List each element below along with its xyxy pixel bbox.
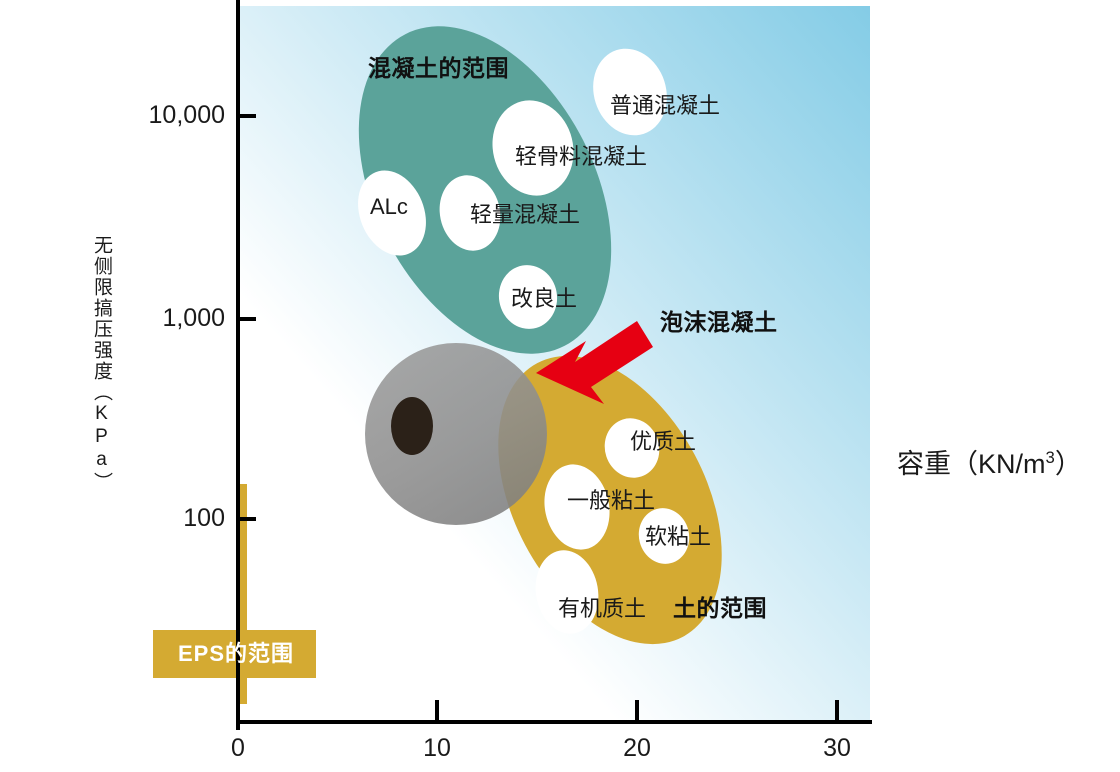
bubble-high-quality-soil (604, 418, 660, 478)
y-axis-title: 无侧限搞压强度（KPa） (91, 235, 112, 493)
foamed-concrete-label: 泡沫混凝土 (660, 309, 778, 335)
x-axis-title: 容重（KN/m3） (897, 448, 1082, 479)
bubble-soft-clay (638, 508, 690, 564)
bubble-label-soft-clay: 软粘土 (645, 524, 712, 549)
concrete-range-label: 混凝土的范围 (368, 55, 509, 81)
x-tick-label-20: 20 (623, 734, 651, 762)
eps-range-bar (238, 484, 247, 704)
foamed-concrete-arrow (536, 321, 653, 404)
bubble-label-alc: ALc (370, 194, 408, 219)
y-tick-label-1000: 1,000 (162, 304, 225, 332)
bubble-organic-soil (535, 550, 599, 634)
bubble-normal-concrete (593, 48, 667, 136)
bubble-lwa-concrete (492, 100, 574, 196)
bubble-label-lwa-concrete: 轻骨料混凝土 (515, 144, 648, 169)
x-tick-label-0: 0 (231, 734, 245, 762)
soil-range-label: 土的范围 (673, 595, 767, 621)
bubble-label-improved-soil: 改良土 (511, 286, 578, 311)
x-axis-title-tail: ） (1054, 449, 1082, 479)
bubble-alc (358, 170, 426, 256)
x-axis-title-exponent: 3 (1045, 448, 1055, 467)
bubble-label-general-clay: 一般粘土 (567, 488, 656, 513)
y-tick-label-10000: 10,000 (148, 101, 225, 129)
eps-range-box (153, 630, 316, 678)
bubble-general-clay (544, 464, 610, 550)
bubble-improved-soil (498, 265, 558, 329)
foamed-concrete-marker (391, 397, 433, 455)
foamed-concrete-blob (365, 343, 547, 525)
x-tick-label-30: 30 (823, 734, 851, 762)
bubble-label-normal-concrete: 普通混凝土 (610, 93, 721, 118)
bubble-label-organic-soil: 有机质土 (558, 596, 647, 621)
bubble-lightweight-concrete (439, 175, 501, 251)
bubble-label-high-quality-soil: 优质土 (630, 429, 697, 454)
x-axis-title-main: 容重（KN/m (897, 449, 1046, 479)
y-tick-label-100: 100 (183, 504, 225, 532)
bubble-label-lightweight-concrete: 轻量混凝土 (470, 202, 581, 227)
eps-range-label: EPS的范围 (178, 641, 295, 666)
x-tick-label-10: 10 (423, 734, 451, 762)
